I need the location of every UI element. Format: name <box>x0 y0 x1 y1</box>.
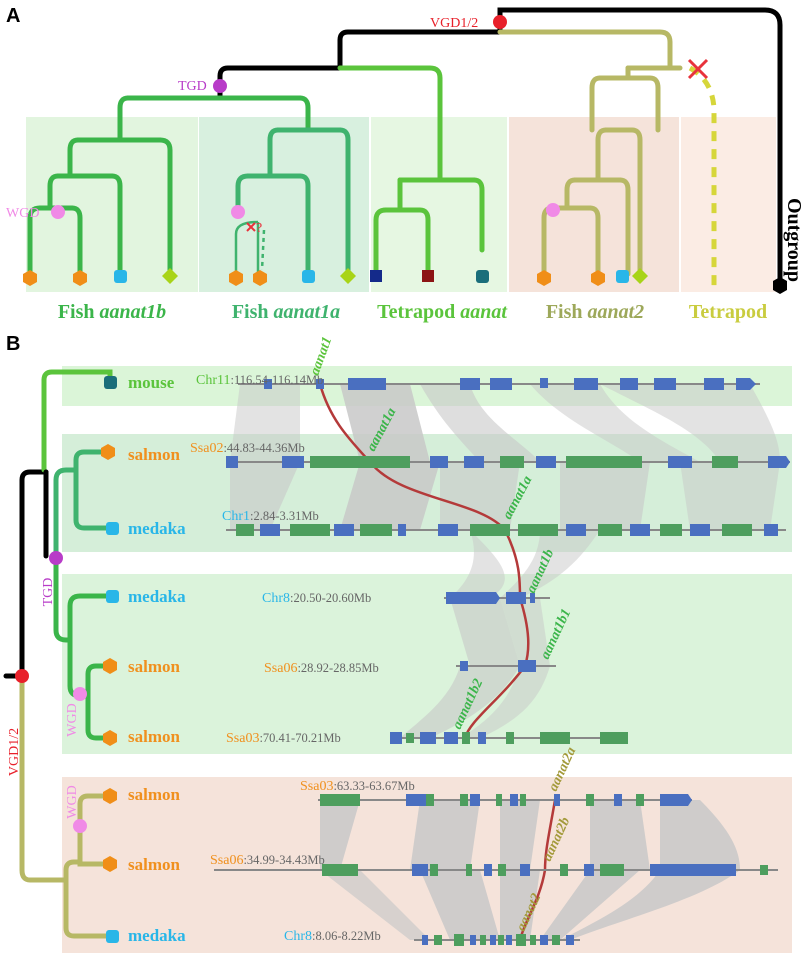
wgd-node-b-1 <box>73 687 87 701</box>
wgd-label-b-2: WGD <box>65 785 80 818</box>
tgd-node-b <box>49 551 63 565</box>
small-cross-icon <box>246 222 256 232</box>
tip-salmon-1 <box>101 444 115 460</box>
leaf-salmon-1b-1 <box>23 270 37 286</box>
species-label: salmon <box>128 785 181 804</box>
tip-mouse <box>104 376 117 389</box>
leaf-tetrapod-3 <box>476 270 489 283</box>
tree-a-aanat1a <box>235 127 351 277</box>
species-label: salmon <box>128 727 181 746</box>
group-label-tetrapod-aanat: Tetrapod aanat <box>377 301 508 323</box>
species-label: medaka <box>128 926 186 945</box>
leaf-medaka-1a <box>302 270 315 283</box>
wgd-label-a: WGD <box>6 206 39 221</box>
leaf-other-1a <box>340 268 356 284</box>
leaf-other-1b <box>162 268 178 284</box>
bg-tetrapod-lost <box>681 117 776 292</box>
synteny-ribbons <box>230 384 780 940</box>
tip-salmon-2 <box>103 658 117 674</box>
vgd-label-b: VGD1/2 <box>7 728 22 776</box>
wgd-node-a-1a <box>231 205 245 219</box>
chromosome-label: Chr1:2.84-3.31Mb <box>222 509 319 524</box>
lost-question-mark: ? <box>256 221 262 236</box>
species-label: medaka <box>128 587 186 606</box>
chromosome-label: Ssa03:70.41-70.21Mb <box>226 731 341 746</box>
chromosome-label: Ssa02:44.83-44.36Mb <box>190 441 305 456</box>
tip-salmon-3 <box>103 730 117 746</box>
tgd-label-b: TGD <box>41 578 56 607</box>
tree-b <box>3 369 115 939</box>
wgd-node-a-1b <box>51 205 65 219</box>
tree-a-backbone <box>217 7 783 287</box>
group-label-aanat1b: Fish aanat1b <box>58 301 166 323</box>
group-label-aanat2: Fish aanat2 <box>546 301 644 323</box>
chromosome-label: Chr8:20.50-20.60Mb <box>262 591 371 606</box>
leaf-outgroup <box>773 277 787 294</box>
species-label: salmon <box>128 445 181 464</box>
chromosome-label: Ssa03:63.33-63.67Mb <box>300 779 415 794</box>
vgd-label-a: VGD1/2 <box>430 16 478 31</box>
tree-a-tetrapod-aanat <box>337 65 485 277</box>
leaf-salmon-1a-2 <box>253 270 267 286</box>
chromosome-label: Ssa06:28.92-28.85Mb <box>264 661 379 676</box>
leaf-salmon-2-1 <box>537 270 551 286</box>
tree-a-aanat1a-thin <box>234 220 259 274</box>
leaf-medaka-1b <box>114 270 127 283</box>
leaf-other-2 <box>632 268 648 284</box>
species-label: salmon <box>128 855 181 874</box>
cross-icon <box>687 58 709 80</box>
leaf-salmon-1b-2 <box>73 270 87 286</box>
tree-a-aanat1b <box>27 137 173 277</box>
tip-medaka-3 <box>106 930 119 943</box>
leaf-tetrapod-1 <box>370 270 382 282</box>
tip-medaka-2 <box>106 590 119 603</box>
vgd-node-a <box>493 15 507 29</box>
tgd-node-a <box>213 79 227 93</box>
tree-a-aanat2 <box>541 75 661 277</box>
leaves-a <box>23 268 787 294</box>
group-label-tetrapod: Tetrapod <box>689 301 767 323</box>
outgroup-label: Outgroup <box>783 198 805 282</box>
species-label: salmon <box>128 657 181 676</box>
panel-a-letter: A <box>6 5 20 27</box>
leaf-tetrapod-2 <box>422 270 434 282</box>
group-label-aanat1a: Fish aanat1a <box>232 301 340 323</box>
tree-a-aanat2-stem <box>497 29 683 81</box>
leaf-salmon-2-2 <box>591 270 605 286</box>
wgd-label-b-1: WGD <box>65 703 80 736</box>
tips-b <box>101 376 119 943</box>
chromosomes <box>214 378 790 946</box>
tree-a-fish-aanat1 <box>117 95 311 143</box>
tip-salmon-5 <box>103 856 117 872</box>
leaf-salmon-1a-1 <box>229 270 243 286</box>
chromosome-label: Chr8:8.06-8.22Mb <box>284 929 381 944</box>
bg-aanat2 <box>509 117 679 292</box>
tip-salmon-4 <box>103 788 117 804</box>
bg-aanat1a <box>199 117 369 292</box>
tree-a-aanat1a-lost <box>260 229 266 271</box>
tip-medaka-1 <box>106 522 119 535</box>
chromosome-label: Chr11:116.54-116.14Mb <box>196 373 323 388</box>
wgd-node-b-2 <box>73 819 87 833</box>
wgd-node-a-2 <box>546 203 560 217</box>
leaf-medaka-2 <box>616 270 629 283</box>
vgd-node-b <box>15 669 29 683</box>
panel-b-letter: B <box>6 333 20 355</box>
species-label: medaka <box>128 519 186 538</box>
tgd-label-a: TGD <box>178 79 207 94</box>
chromosome-label: Ssa06:34.99-34.43Mb <box>210 853 325 868</box>
species-label: mouse <box>128 373 175 392</box>
